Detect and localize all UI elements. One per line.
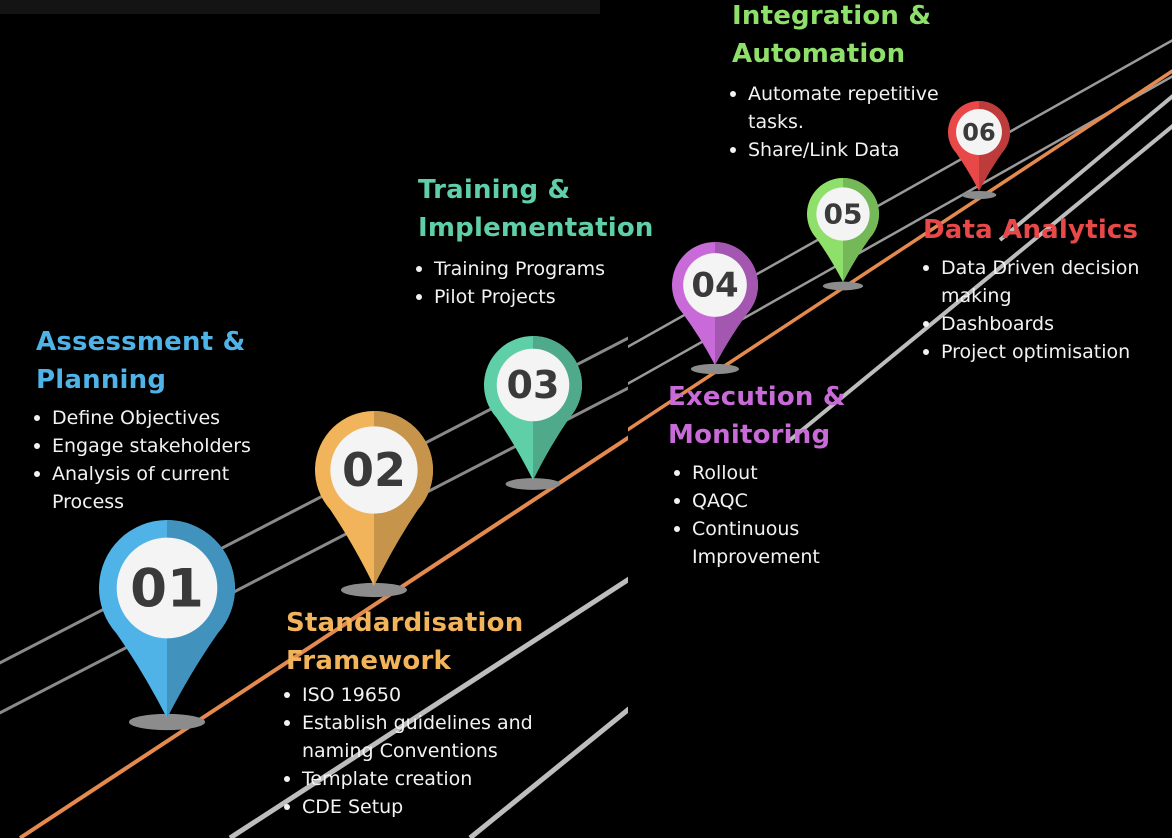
pin-shadow [961, 191, 997, 199]
step-title-line: Data Analytics [923, 215, 1139, 245]
pin-shadow [822, 281, 864, 291]
pin-04: 04 [672, 242, 758, 375]
bullet-item: Rollout [670, 459, 820, 487]
top-bar-strip [0, 0, 600, 14]
pin-center [683, 253, 747, 317]
step-title-line: Integration & [732, 1, 932, 31]
road-line-light [998, 94, 1172, 242]
pin-06: 06 [947, 100, 1010, 199]
step-title-04: Execution & Monitoring [668, 378, 846, 454]
pin-center [956, 109, 1002, 155]
pin-shadow [340, 582, 408, 598]
pin-02: 02 [315, 411, 434, 598]
road-line-light [788, 123, 1172, 442]
pin-number: 04 [691, 266, 738, 306]
step-title-line: Planning [36, 365, 167, 395]
step-title-line: Implementation [418, 213, 654, 243]
pin-01: 01 [99, 519, 236, 731]
step-title-line: Execution & [668, 382, 846, 412]
pin-number: 03 [507, 363, 560, 407]
bullet-item: Engage stakeholders [30, 432, 251, 460]
step-title-line: Automation [732, 39, 906, 69]
road-lines-right [628, 39, 1172, 442]
step-title-line: Monitoring [668, 420, 831, 450]
bullet-item: Dashboards [919, 310, 1139, 338]
pin-number: 01 [130, 558, 204, 619]
road-line-light [468, 706, 628, 838]
road-line-orange [628, 69, 1172, 432]
step-title-06: Data Analytics [923, 211, 1138, 249]
pin-05: 05 [806, 178, 879, 291]
bullet-item: Project optimisation [919, 338, 1139, 366]
step-title-05: Integration & Automation [732, 0, 931, 73]
pin-number: 02 [342, 443, 406, 497]
step-title-line: Standardisation [286, 608, 524, 638]
road-line-gray [628, 75, 1172, 386]
road-line-orange [18, 435, 628, 838]
bullet-item: QAQC [670, 487, 820, 515]
bullet-item: Pilot Projects [412, 283, 605, 311]
pin-center [330, 426, 418, 514]
step-title-line: Assessment & [36, 327, 246, 357]
step-title-line: Training & [418, 175, 571, 205]
step-title-03: Training & Implementation [418, 171, 654, 247]
bullet-item: Share/Link Data [726, 136, 939, 164]
pin-shadow [128, 713, 206, 731]
step-title-01: Assessment & Planning [36, 323, 245, 399]
bullet-item: Define Objectives [30, 404, 251, 432]
step-title-line: Framework [286, 646, 451, 676]
pin-center [116, 537, 218, 639]
bullet-item: CDE Setup [280, 793, 533, 821]
road-line-light [228, 576, 628, 838]
bullet-item: ISO 19650 [280, 681, 533, 709]
pin-center [816, 187, 870, 241]
pin-shadow [505, 478, 561, 490]
pin-number: 06 [962, 118, 995, 146]
pin-shadow [690, 363, 740, 375]
bullet-item: Template creation [280, 765, 533, 793]
pin-03: 03 [484, 336, 582, 490]
pin-center [496, 348, 570, 422]
bullet-item: Training Programs [412, 255, 605, 283]
pin-number: 05 [824, 198, 863, 231]
